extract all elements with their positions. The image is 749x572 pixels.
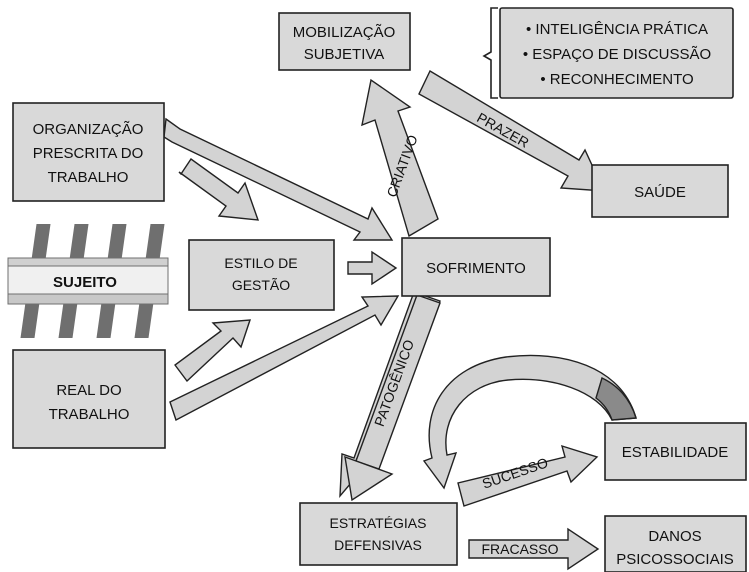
- box-mobilizacao-line-1: MOBILIZAÇÃO: [293, 24, 396, 41]
- sujeito-rail: [7, 224, 169, 338]
- box-sofrimento: [401, 237, 551, 297]
- list-box: [499, 7, 734, 99]
- box-organizacao-line-1: ORGANIZAÇÃO: [33, 121, 144, 138]
- list-brace: [482, 7, 498, 99]
- box-mobilizacao-line-2: SUBJETIVA: [304, 46, 385, 63]
- box-real-line-1: REAL DO: [56, 382, 121, 399]
- box-organizacao-line-3: TRABALHO: [48, 169, 129, 186]
- box-estilo-gestao: [188, 239, 335, 311]
- arrow-prazer: [418, 70, 606, 192]
- rail-bar-main: [7, 265, 169, 297]
- arrow-loop-dark-edge: [595, 377, 637, 421]
- box-real-trabalho: [12, 349, 166, 449]
- arrow-organizacao-to-estilo: [178, 158, 260, 221]
- list-item-reconhecimento: • RECONHECIMENTO: [540, 71, 693, 88]
- arrow-patogenico-head: [344, 455, 394, 502]
- box-estilo-line-2: GESTÃO: [232, 277, 290, 293]
- list-item-inteligencia: • INTELIGÊNCIA PRÁTICA: [526, 21, 708, 38]
- arrow-criativo: [361, 78, 439, 238]
- box-danos-psicossociais: [604, 515, 747, 572]
- box-estabilidade-label: ESTABILIDADE: [622, 444, 728, 461]
- arrow-estilo-to-sofrimento: [347, 250, 398, 286]
- box-estrategias-defensivas: [299, 502, 458, 566]
- box-saude: [591, 164, 729, 218]
- box-estrategias-line-2: DEFENSIVAS: [334, 537, 422, 553]
- box-estilo-line-1: ESTILO DE: [224, 255, 297, 271]
- box-danos-line-2: PSICOSSOCIAIS: [616, 551, 734, 568]
- box-danos-line-1: DANOS: [648, 528, 701, 545]
- box-estabilidade: [604, 422, 747, 481]
- arrow-organizacao-to-sofrimento: [163, 117, 394, 241]
- box-estrategias-line-1: ESTRATÉGIAS: [330, 515, 427, 531]
- arrow-real-to-sofrimento: [169, 295, 400, 422]
- arrow-fracasso: [468, 527, 600, 571]
- arrow-loop-back: [422, 354, 637, 490]
- box-saude-label: SAÚDE: [634, 184, 686, 201]
- arrow-label-fracasso: FRACASSO: [481, 541, 558, 557]
- box-sofrimento-label: SOFRIMENTO: [426, 260, 526, 277]
- box-organizacao-prescrita: [12, 102, 165, 202]
- box-mobilizacao-subjetiva: [278, 12, 411, 71]
- sujeito-label: SUJEITO: [53, 274, 117, 291]
- arrow-real-to-estilo: [174, 319, 251, 383]
- rail-bar-bottom: [7, 293, 169, 305]
- arrow-sucesso: [457, 444, 599, 507]
- box-real-line-2: TRABALHO: [49, 406, 130, 423]
- box-organizacao-line-2: PRESCRITA DO: [33, 145, 144, 162]
- list-item-espaco-discussao: • ESPAÇO DE DISCUSSÃO: [523, 46, 711, 63]
